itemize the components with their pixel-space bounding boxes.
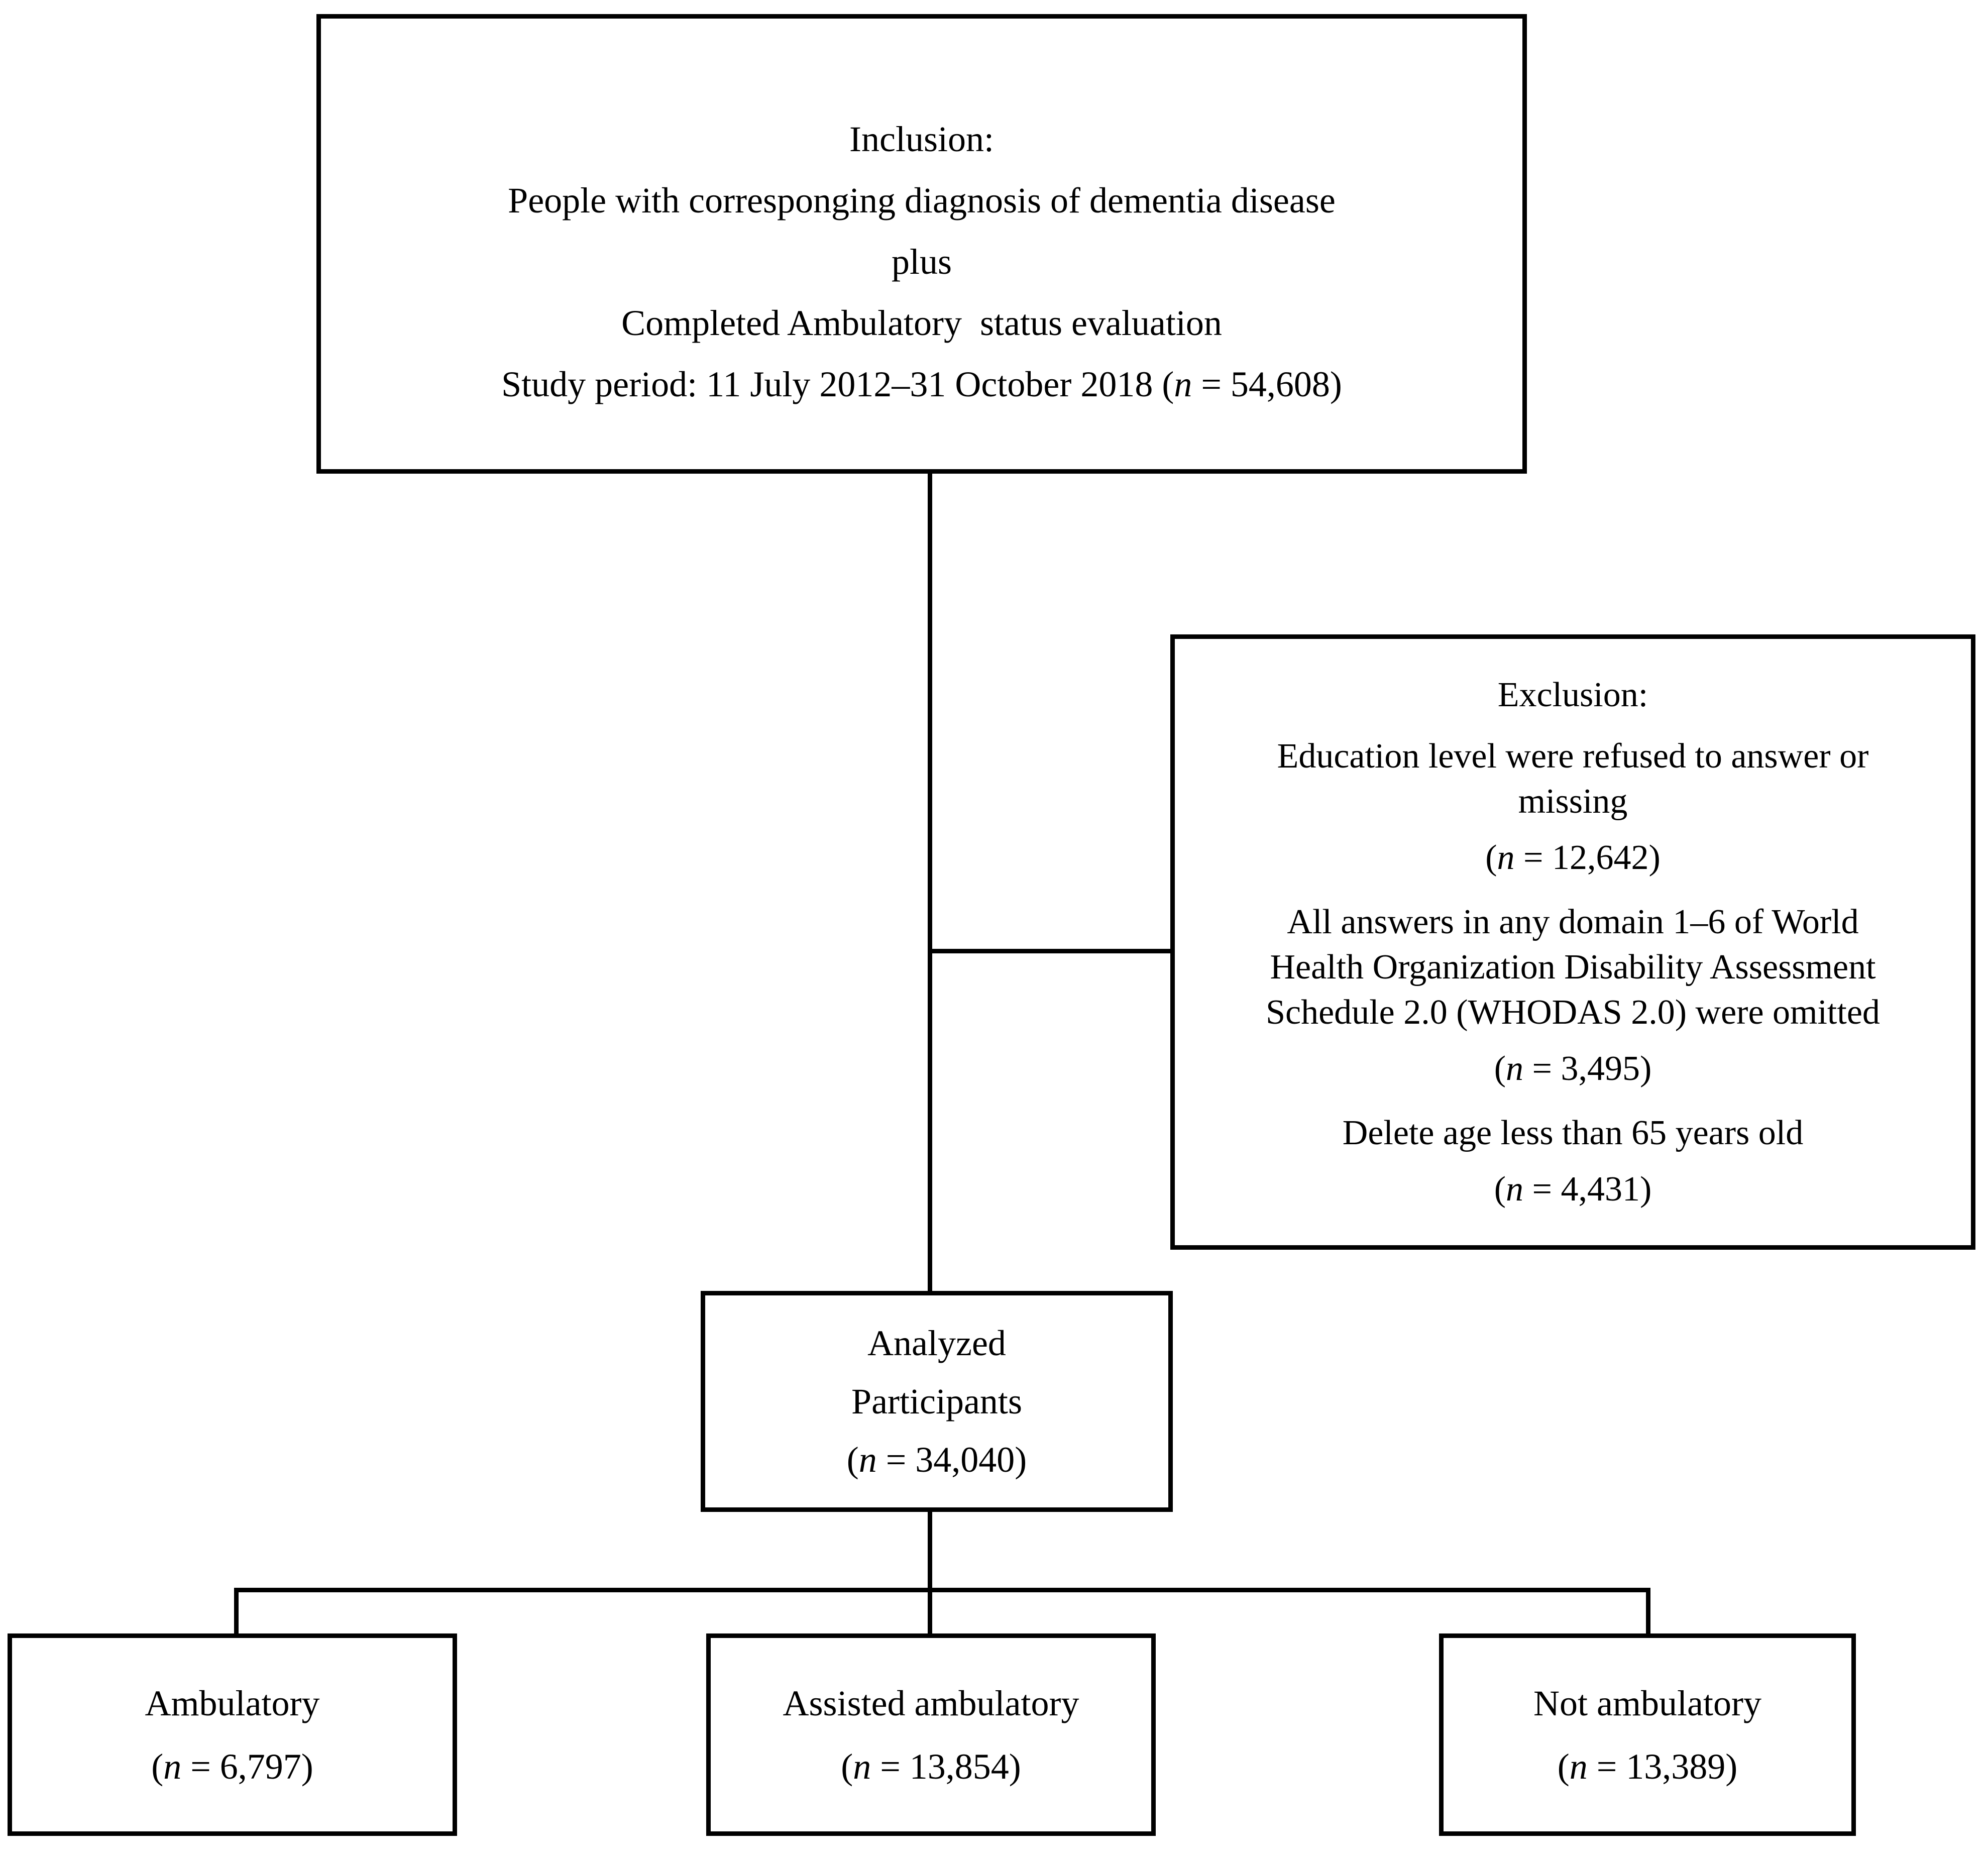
analyzed-count: (n = 34,040) [846, 1440, 1027, 1480]
exclusion-title: Exclusion: [1497, 675, 1648, 714]
inclusion-title: Inclusion: [849, 119, 994, 159]
analyzed-line: Analyzed [867, 1323, 1006, 1363]
exclusion-item-whodas: All answers in any domain 1–6 of World H… [1266, 900, 1880, 1035]
inclusion-box: Inclusion: People with corresponging dia… [316, 14, 1527, 474]
exclusion-item-line: missing [1518, 782, 1628, 821]
connector-drop-ambulatory [234, 1588, 239, 1633]
exclusion-item-age: Delete age less than 65 years old [1343, 1111, 1803, 1156]
exclusion-item-count: (n = 12,642) [1485, 838, 1661, 877]
outcome-label: Assisted ambulatory [783, 1683, 1079, 1723]
outcome-label: Ambulatory [145, 1683, 320, 1723]
inclusion-study-period-line: Study period: 11 July 2012–31 October 20… [501, 364, 1342, 404]
outcome-box-assisted-ambulatory: Assisted ambulatory (n = 13,854) [706, 1633, 1156, 1836]
exclusion-item-line: Schedule 2.0 (WHODAS 2.0) were omitted [1266, 993, 1880, 1032]
outcome-label: Not ambulatory [1533, 1683, 1761, 1723]
exclusion-item-line: Health Organization Disability Assessmen… [1270, 947, 1876, 987]
inclusion-evaluation-line: Completed Ambulatory status evaluation [621, 302, 1222, 343]
connector-branch-bar [234, 1588, 1650, 1592]
outcome-count: (n = 6,797) [151, 1746, 313, 1787]
connector-trunk-lower [928, 1512, 932, 1633]
outcome-box-not-ambulatory: Not ambulatory (n = 13,389) [1439, 1633, 1856, 1836]
inclusion-plus-line: plus [891, 241, 952, 282]
exclusion-item-count: (n = 3,495) [1494, 1049, 1652, 1088]
exclusion-item-count: (n = 4,431) [1494, 1169, 1652, 1209]
analyzed-participants-box: Analyzed Participants (n = 34,040) [701, 1291, 1173, 1512]
outcome-count: (n = 13,854) [841, 1746, 1021, 1787]
connector-drop-not-ambulatory [1646, 1588, 1650, 1633]
outcome-count: (n = 13,389) [1557, 1746, 1738, 1787]
connector-to-exclusion [930, 949, 1170, 953]
analyzed-line: Participants [851, 1381, 1022, 1422]
exclusion-item-line: All answers in any domain 1–6 of World [1287, 902, 1859, 941]
outcome-box-ambulatory: Ambulatory (n = 6,797) [8, 1633, 457, 1836]
exclusion-item-education: Education level were refused to answer o… [1277, 734, 1869, 824]
exclusion-box: Exclusion: Education level were refused … [1170, 634, 1975, 1250]
exclusion-item-line: Education level were refused to answer o… [1277, 736, 1869, 776]
inclusion-population-line: People with corresponging diagnosis of d… [508, 180, 1336, 221]
exclusion-item-line: Delete age less than 65 years old [1342, 1113, 1804, 1152]
connector-trunk-upper [928, 474, 932, 1291]
